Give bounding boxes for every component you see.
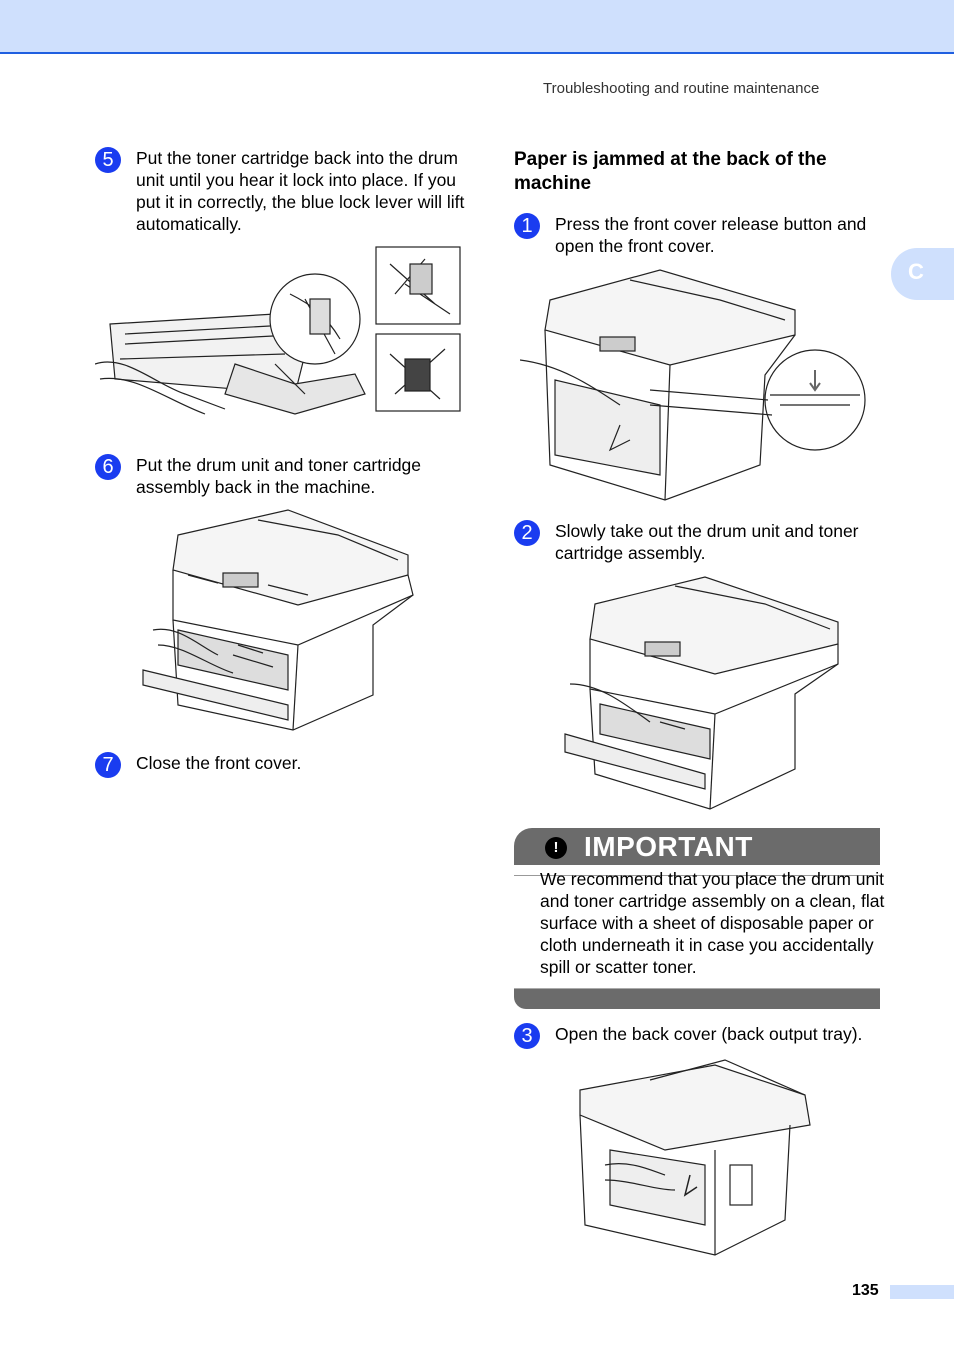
step-number: 5	[95, 147, 121, 173]
page-number-bar	[890, 1285, 954, 1299]
step-text: Close the front cover.	[136, 753, 302, 773]
open-back-cover-illustration	[579, 1059, 811, 1256]
step-number: 7	[95, 752, 121, 778]
important-text: We recommend that you place the drum uni…	[540, 869, 885, 977]
exclamation-icon: !	[545, 837, 567, 859]
important-header: ! IMPORTANT	[514, 828, 880, 865]
section-title: Paper is jammed at the back of the machi…	[514, 149, 827, 194]
important-title: IMPORTANT	[584, 831, 753, 862]
front-cover-release-illustration	[520, 269, 866, 501]
step-text: Press the front cover release button and…	[555, 214, 867, 256]
chapter-tab-label: C	[908, 259, 924, 284]
insert-drum-assembly-illustration	[142, 509, 414, 731]
step-text: Put the toner cartridge back into the dr…	[136, 148, 465, 234]
step-number: 1	[514, 213, 540, 239]
step-number: 2	[514, 520, 540, 546]
toner-into-drum-illustration	[95, 246, 461, 415]
remove-drum-assembly-illustration	[564, 576, 839, 810]
important-footer-bar	[514, 988, 880, 1009]
header-bar	[0, 0, 954, 54]
page-number: 135	[852, 1282, 879, 1299]
step-text: Put the drum unit and toner cartridge as…	[136, 455, 422, 497]
divider	[514, 875, 880, 876]
running-head: Troubleshooting and routine maintenance	[543, 80, 820, 97]
step-number: 3	[514, 1023, 540, 1049]
step-text: Slowly take out the drum unit and toner …	[555, 521, 859, 563]
step-number: 6	[95, 454, 121, 480]
step-text: Open the back cover (back output tray).	[555, 1024, 863, 1044]
chapter-tab: C	[891, 248, 954, 300]
